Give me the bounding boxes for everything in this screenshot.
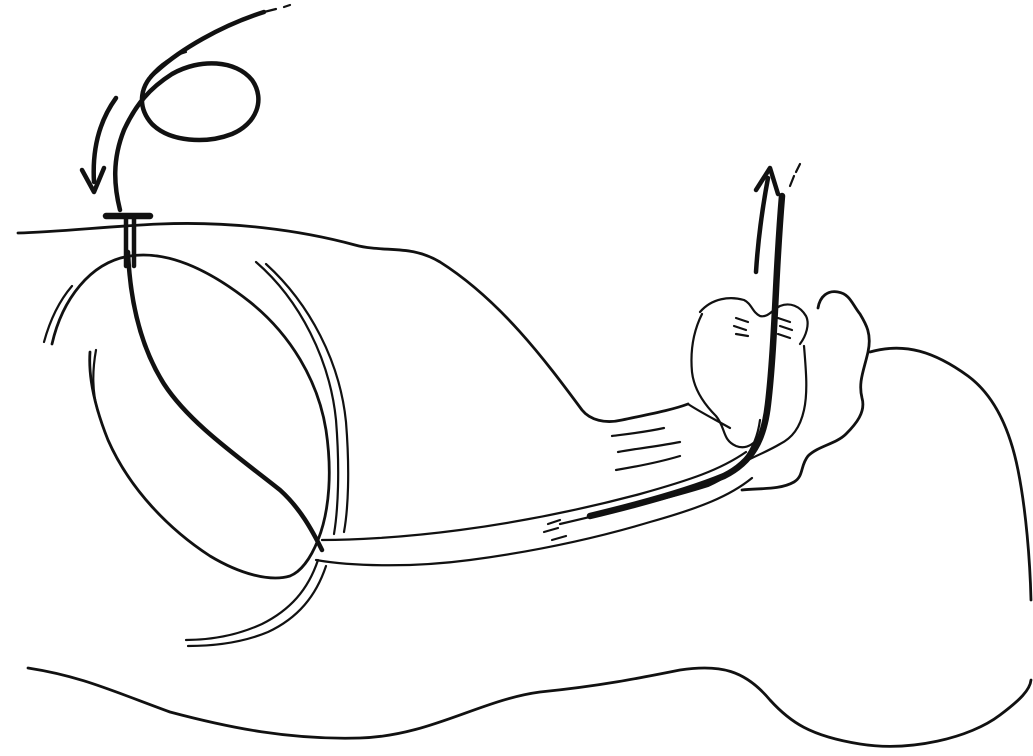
stomach-fold-left (44, 286, 98, 412)
upper-jaw-outline (700, 298, 808, 344)
neck-front-outline (612, 404, 730, 470)
lower-organ-boundary-inner (188, 566, 326, 646)
organ-boundary-inner (266, 264, 348, 532)
gastrostomy-tube (128, 252, 322, 550)
exit-motion-marks (790, 164, 800, 186)
organ-boundary-outer (256, 262, 338, 534)
body-lower-outline (28, 668, 1031, 746)
exit-arrow-icon (756, 178, 768, 272)
teeth-lower (778, 318, 792, 338)
endoscope-shaft-highlight (560, 420, 760, 524)
tongue-mouth-outline (691, 314, 760, 447)
guide-wire-loop-tail (264, 5, 290, 12)
esophagus-wall-upper (322, 452, 746, 540)
abdominal-wall-outline (18, 223, 688, 421)
teeth-upper (734, 318, 748, 336)
head-outline (870, 348, 1031, 600)
endoscope-shaft (590, 196, 782, 516)
guide-wire-loop (115, 12, 264, 210)
